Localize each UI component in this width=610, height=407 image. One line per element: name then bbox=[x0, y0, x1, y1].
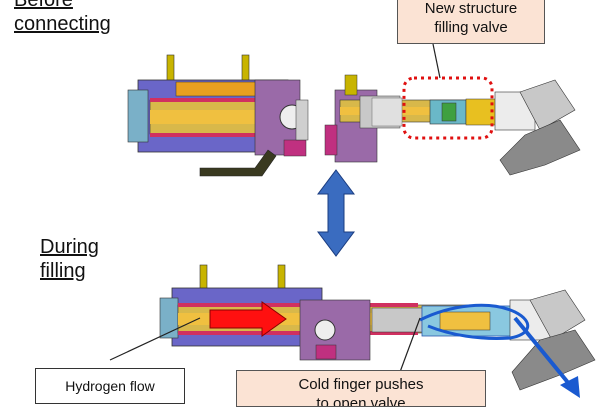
label-before-connecting: Before connecting bbox=[14, 0, 111, 35]
callout-cold-finger: Cold finger pushes to open valve bbox=[236, 370, 486, 407]
callout-pointer-new-valve bbox=[432, 43, 441, 79]
callout-pointer-hydrogen bbox=[109, 317, 201, 361]
top-right-assembly bbox=[324, 74, 581, 176]
hydrogen-flow-arrow bbox=[209, 301, 287, 337]
double-arrow bbox=[317, 169, 355, 257]
label-during-filling: During filling bbox=[40, 236, 99, 282]
top-left-assembly bbox=[127, 54, 309, 177]
callout-hydrogen-flow: Hydrogen flow bbox=[35, 368, 185, 404]
callout-new-structure-valve: New structure filling valve bbox=[397, 0, 545, 44]
callout-pointer-cold-finger bbox=[399, 317, 421, 373]
blue-flow-path bbox=[419, 303, 580, 398]
